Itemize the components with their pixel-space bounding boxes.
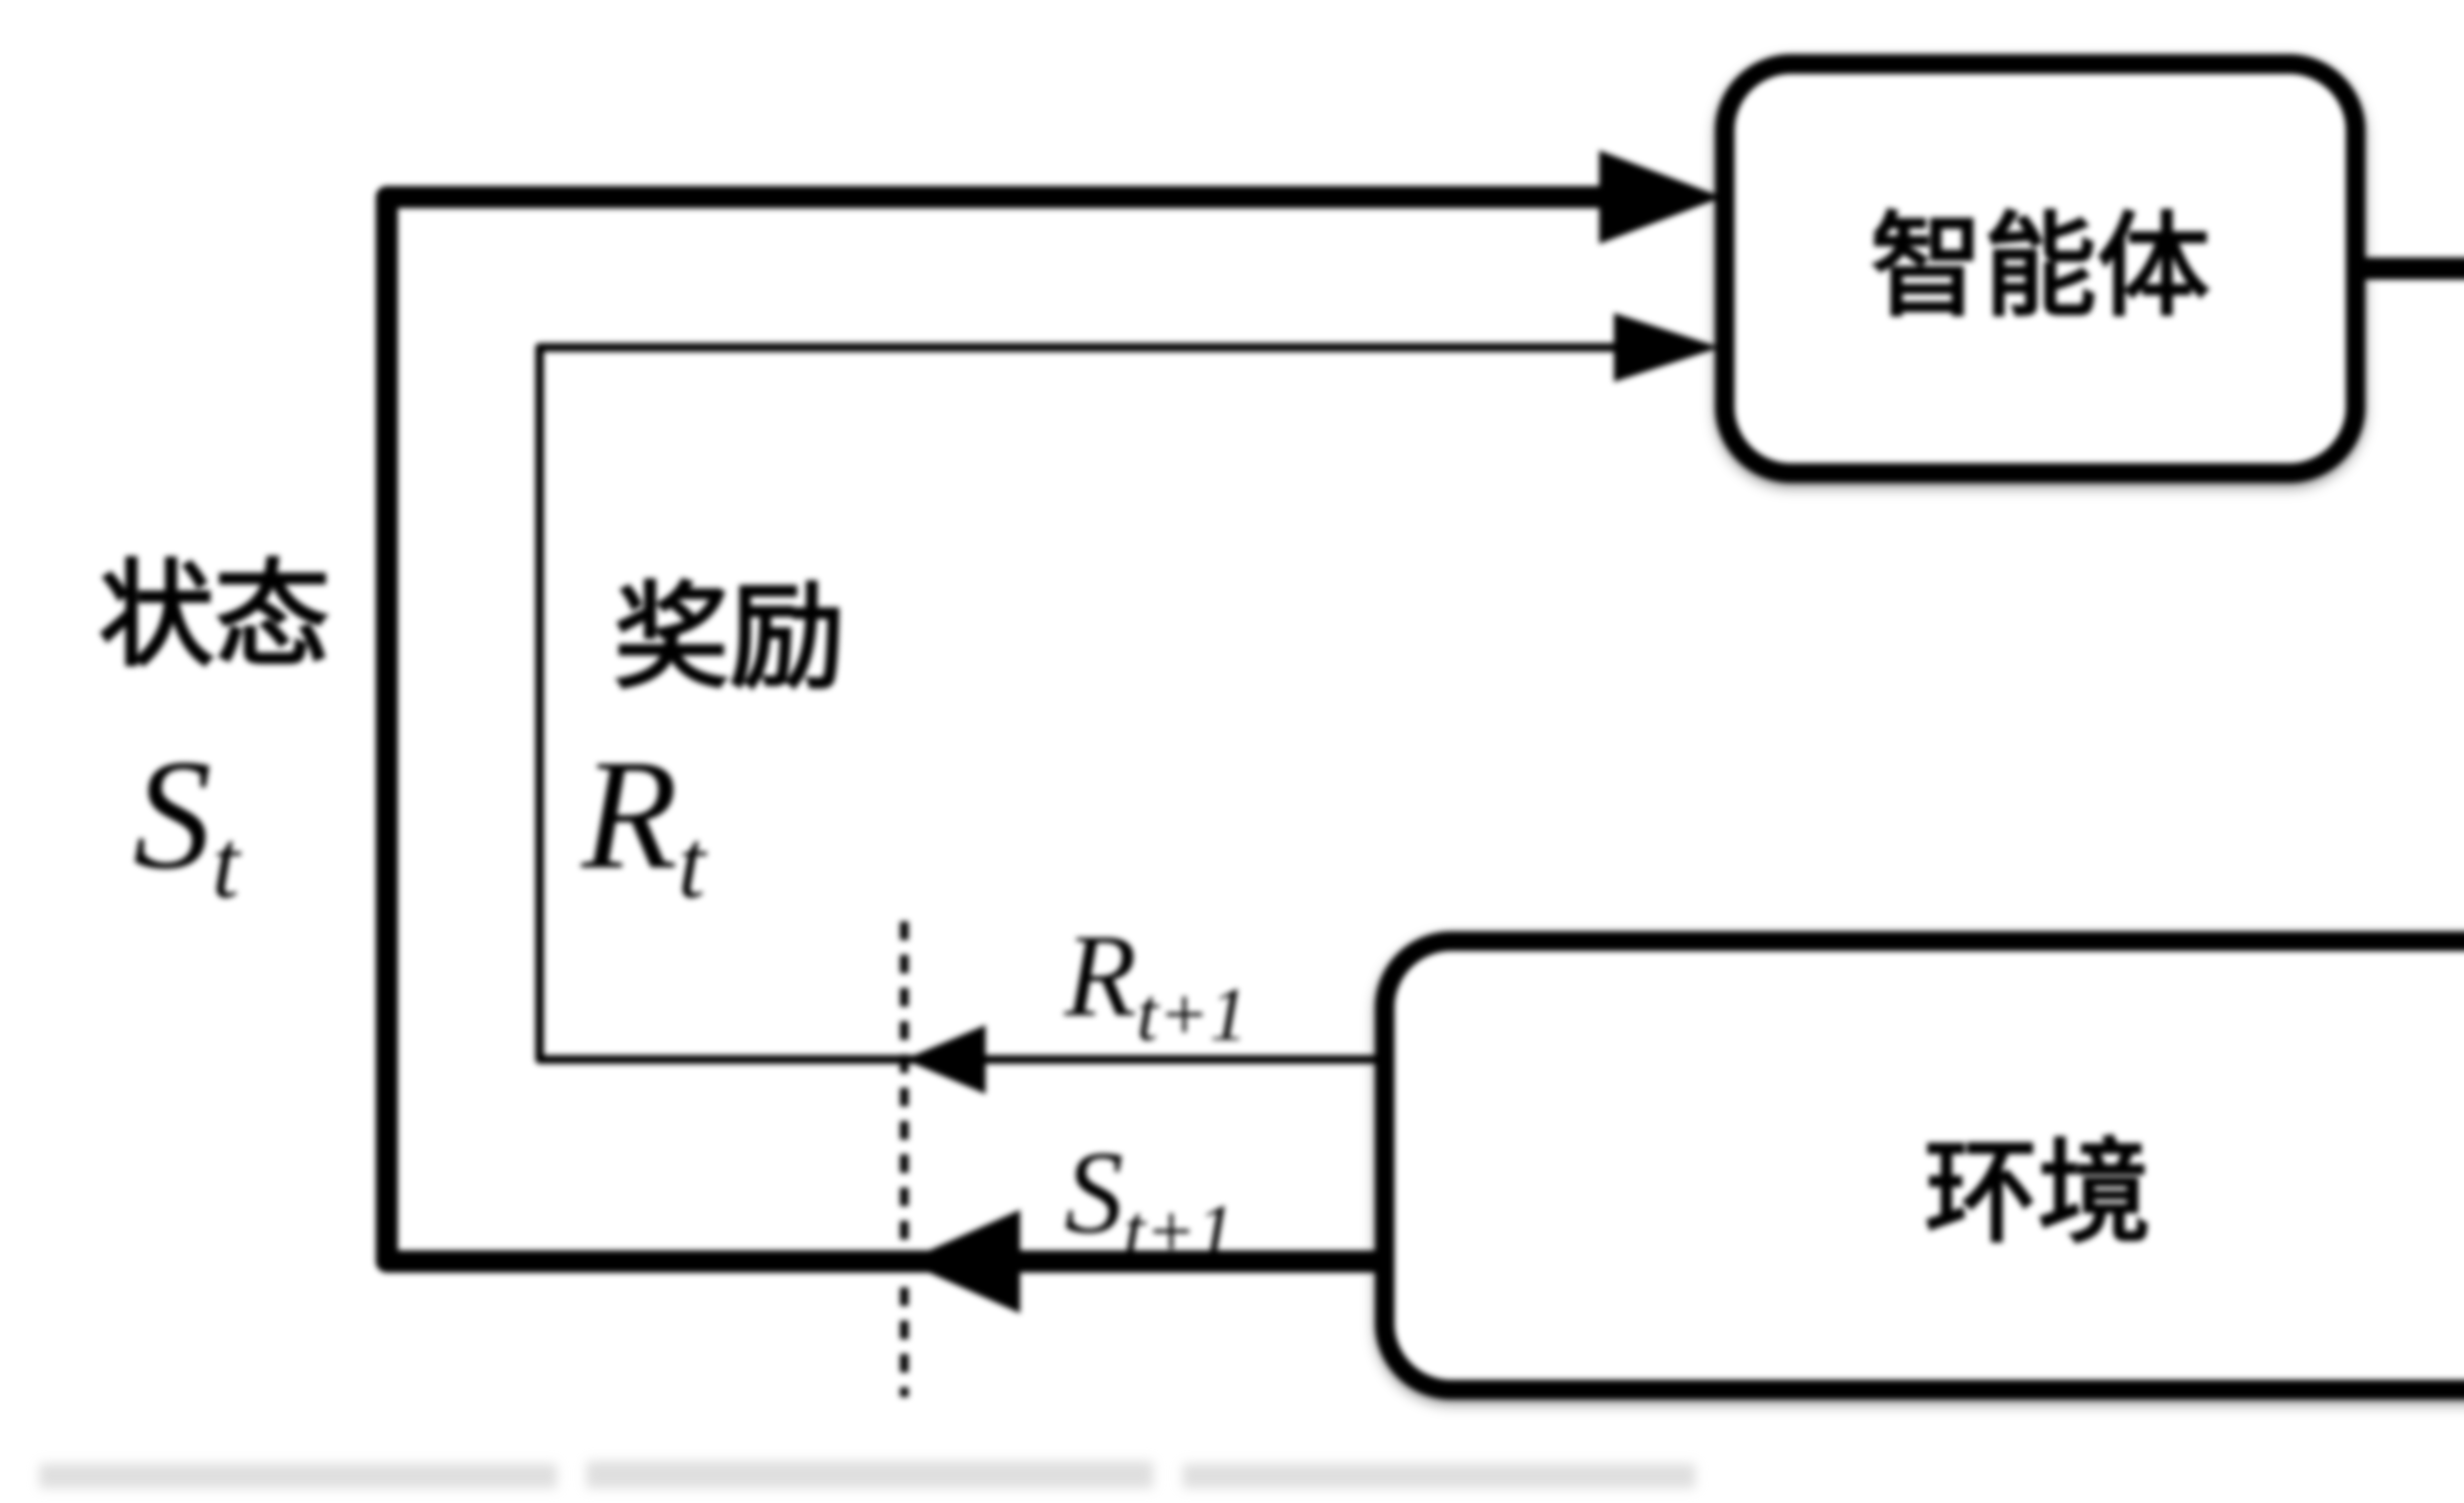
- caption-noise-strip: [39, 1464, 557, 1488]
- next-state-arrowhead-icon: [904, 1210, 1020, 1313]
- caption-noise-strip: [1183, 1464, 1695, 1488]
- illegible-caption-remnant: [39, 1461, 1695, 1488]
- agent-box: [1715, 54, 2365, 483]
- next-reward-arrowhead-icon: [904, 1025, 986, 1094]
- next-reward-label-main: R: [1063, 910, 1137, 1041]
- next-state-label: St+1: [1064, 1127, 1234, 1273]
- next-reward-label: Rt+1: [1063, 910, 1248, 1057]
- state-variable-subscript: t: [212, 810, 241, 919]
- reward-variable: Rt: [579, 727, 707, 919]
- reward-to-agent-arrowhead-icon: [1614, 313, 1720, 382]
- environment-box: [1375, 931, 2464, 1400]
- agent-box-label: 智能体: [1870, 205, 2210, 330]
- state-variable: St: [133, 727, 241, 919]
- state-caption: 状态: [99, 552, 330, 681]
- reward-variable-main: R: [579, 727, 678, 902]
- next-state-label-subscript: t+1: [1124, 1189, 1234, 1273]
- environment-box-label: 环境: [1924, 1131, 2151, 1257]
- caption-noise-strip: [586, 1461, 1153, 1488]
- state-variable-main: S: [133, 727, 212, 902]
- next-reward-label-subscript: t+1: [1137, 972, 1248, 1057]
- next-state-label-main: S: [1064, 1127, 1124, 1258]
- reward-caption: 奖励: [614, 575, 845, 703]
- reward-variable-subscript: t: [678, 810, 707, 919]
- state-to-agent-arrowhead-icon: [1599, 150, 1722, 244]
- state-loop-line: [376, 186, 1607, 1273]
